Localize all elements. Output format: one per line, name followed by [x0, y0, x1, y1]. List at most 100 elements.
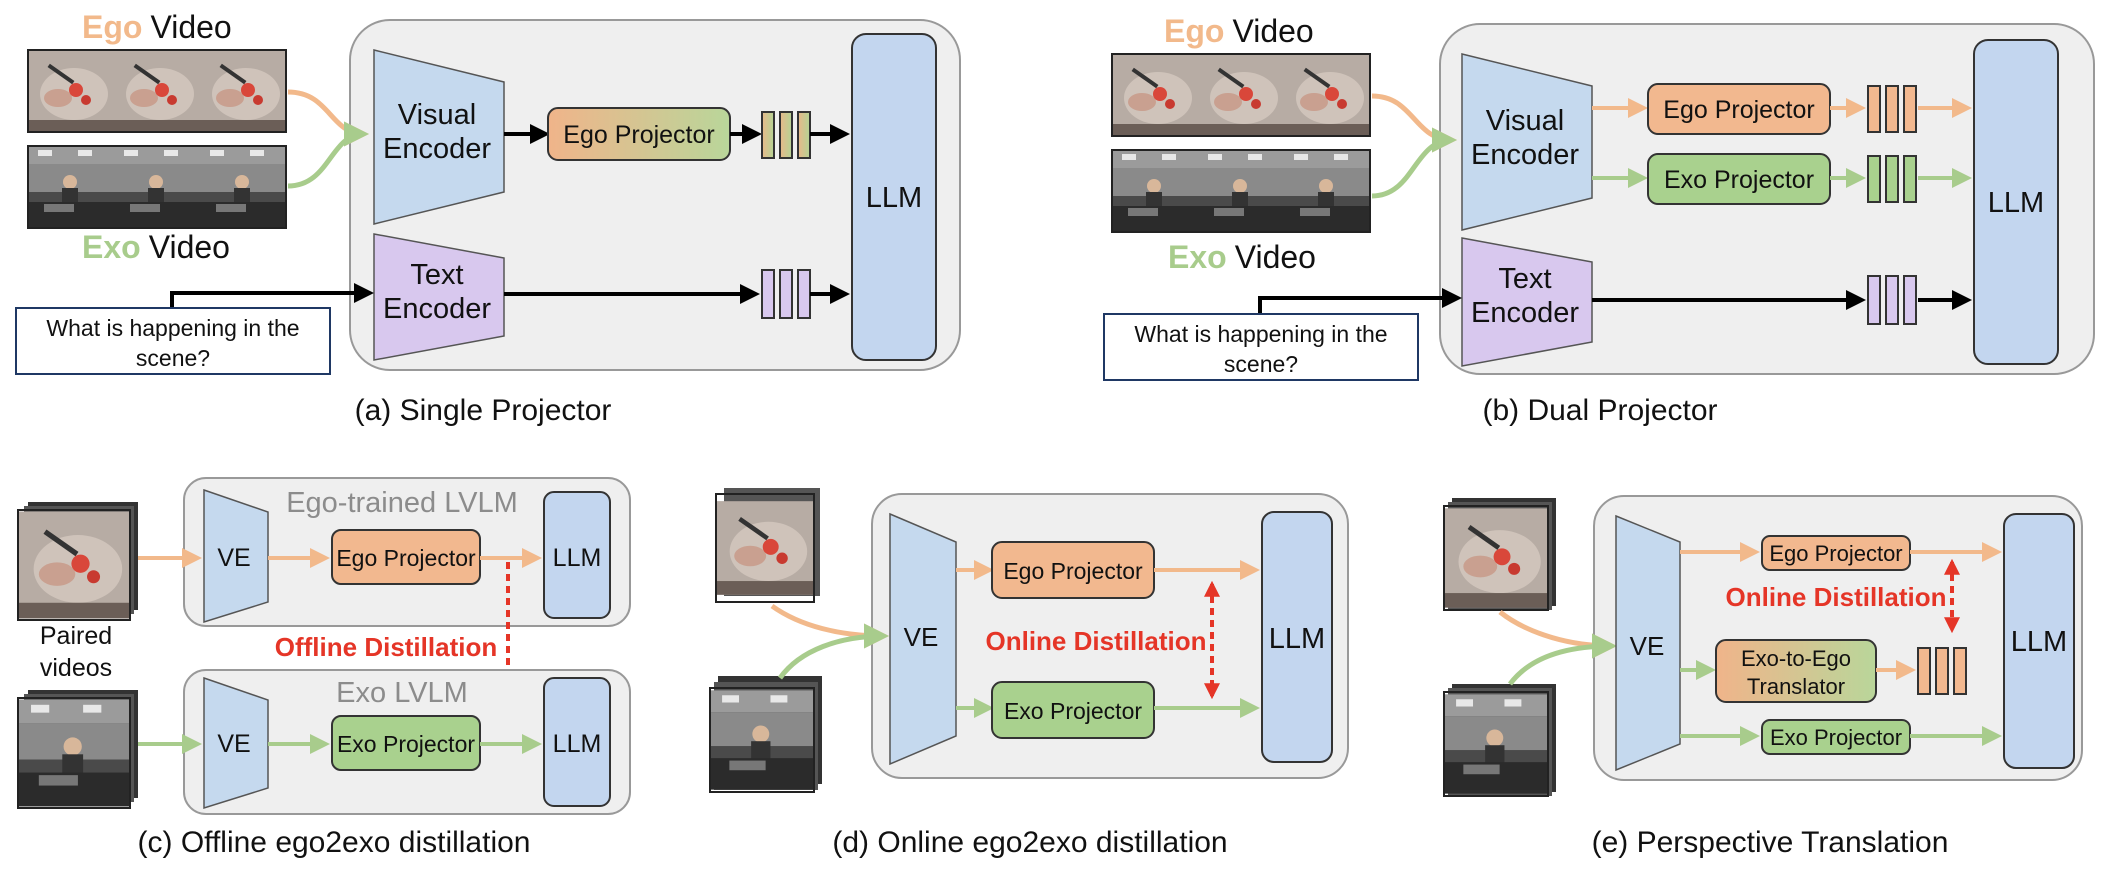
c-paired-label-1: Paired: [40, 622, 112, 650]
a-exo-frame-2: [114, 146, 200, 228]
b-text-encoder-label-2: Encoder: [1471, 297, 1579, 329]
e-exo-projector-label: Exo Projector: [1770, 725, 1902, 750]
a-visual-encoder: [373, 49, 505, 225]
b-text-encoder: [1461, 237, 1593, 367]
d-exo-video-stack: [709, 676, 822, 793]
b-question-line-2: scene?: [1224, 351, 1298, 377]
b-ego-frame-3: [1284, 54, 1370, 136]
e-translated-tokens: [1917, 647, 1967, 695]
d-ego-projector-label: Ego Projector: [1003, 558, 1143, 584]
d-distill-label: Online Distillation: [985, 626, 1206, 656]
c-ego-llm-label: LLM: [553, 544, 602, 572]
e-ego-video-stack: [1443, 498, 1556, 611]
d-caption: (d) Online ego2exo distillation: [832, 826, 1227, 859]
b-visual-encoder-label-1: Visual: [1486, 105, 1564, 137]
a-visual-encoder-label-1: Visual: [398, 99, 476, 131]
d-ego-arrow: [770, 603, 889, 649]
b-exo-frames: [1111, 149, 1371, 233]
b-question-arrow: [1258, 288, 1462, 314]
b-text-encoder-label-1: Text: [1498, 263, 1551, 295]
e-ego-projector-label: Ego Projector: [1769, 541, 1902, 566]
e-caption: (e) Perspective Translation: [1592, 826, 1949, 859]
c-ego-video-stack: [17, 502, 138, 621]
a-ego-projector-label: Ego Projector: [563, 121, 714, 149]
a-ego-frame-3: [200, 50, 286, 132]
c-ego-ve: [203, 488, 269, 624]
a-ego-frame-1: [28, 50, 114, 132]
a-exo-frame-1: [28, 146, 114, 228]
b-ego-tokens: [1867, 85, 1917, 133]
a-question-line-2: scene?: [136, 345, 210, 371]
b-exo-frame-3: [1284, 150, 1370, 232]
c-exo-llm-label: LLM: [553, 730, 602, 758]
a-text-encoder: [373, 233, 505, 361]
panel-d: VE Ego Projector Exo Projector Online Di…: [709, 488, 1349, 859]
a-caption: (a) Single Projector: [355, 394, 612, 427]
d-ve: [889, 512, 957, 766]
b-ego-frames: [1111, 53, 1371, 137]
c-ego-lvlm-title: Ego-trained LVLM: [286, 487, 518, 519]
b-text-tokens: [1867, 275, 1917, 325]
b-llm: [1973, 39, 2059, 365]
a-visual-tokens: [761, 111, 811, 159]
b-ego-frame-1: [1112, 54, 1198, 136]
e-translator-label-1: Exo-to-Ego: [1741, 646, 1851, 671]
d-exo-projector-label: Exo Projector: [1004, 698, 1142, 724]
c-exo-lvlm-title: Exo LVLM: [336, 677, 468, 709]
b-exo-arrow: [1371, 127, 1457, 199]
c-paired-label-2: videos: [40, 654, 112, 682]
e-llm-label: LLM: [2011, 626, 2067, 658]
a-question-box: [15, 307, 331, 375]
d-llm: [1261, 511, 1333, 763]
panel-e: VE Ego Projector Online Distillation Exo…: [1443, 495, 2083, 859]
d-ego-video-stack: [715, 488, 820, 603]
c-exo-ve: [203, 676, 269, 810]
b-exo-frame-2: [1198, 150, 1284, 232]
b-visual-encoder-label-2: Encoder: [1471, 139, 1579, 171]
b-caption: (b) Dual Projector: [1482, 394, 1717, 427]
b-question-box: [1103, 313, 1419, 381]
e-ve-label: VE: [1630, 631, 1665, 661]
a-llm: [851, 33, 937, 361]
a-exo-frame-3: [200, 146, 286, 228]
e-distill-label: Online Distillation: [1725, 582, 1946, 612]
a-question-line-1: What is happening in the: [46, 315, 299, 341]
c-caption: (c) Offline ego2exo distillation: [138, 826, 531, 859]
e-translator-label-2: Translator: [1747, 674, 1845, 699]
c-ego-projector-label: Ego Projector: [336, 545, 476, 571]
d-ve-label: VE: [904, 622, 939, 652]
b-exo-projector-label: Exo Projector: [1664, 166, 1814, 194]
a-llm-label: LLM: [866, 182, 922, 214]
a-exo-frames: [27, 145, 287, 229]
b-ego-projector-label: Ego Projector: [1663, 96, 1814, 124]
panel-c: Paired videos Ego-trained LVLM VE Ego Pr…: [17, 477, 631, 859]
d-llm-label: LLM: [1269, 623, 1325, 655]
c-distill-label: Offline Distillation: [275, 632, 497, 662]
b-exo-tokens: [1867, 155, 1917, 203]
a-ego-frame-2: [114, 50, 200, 132]
c-exo-ve-label: VE: [217, 730, 250, 758]
b-llm-label: LLM: [1988, 187, 2044, 219]
a-visual-encoder-label-2: Encoder: [383, 133, 491, 165]
c-ego-llm: [543, 491, 611, 619]
a-ego-frames: [27, 49, 287, 133]
c-exo-video-stack: [17, 690, 138, 809]
a-text-encoder-label-1: Text: [410, 259, 463, 291]
b-exo-frame-1: [1112, 150, 1198, 232]
b-visual-encoder: [1461, 53, 1593, 231]
c-exo-llm: [543, 677, 611, 807]
a-question-arrow: [170, 283, 374, 308]
b-question-line-1: What is happening in the: [1134, 321, 1387, 347]
c-exo-projector-label: Exo Projector: [337, 731, 475, 757]
e-exo-video-stack: [1443, 684, 1556, 797]
d-exo-arrow: [777, 623, 889, 680]
e-exo-arrow: [1508, 633, 1617, 686]
e-llm: [2003, 513, 2075, 769]
